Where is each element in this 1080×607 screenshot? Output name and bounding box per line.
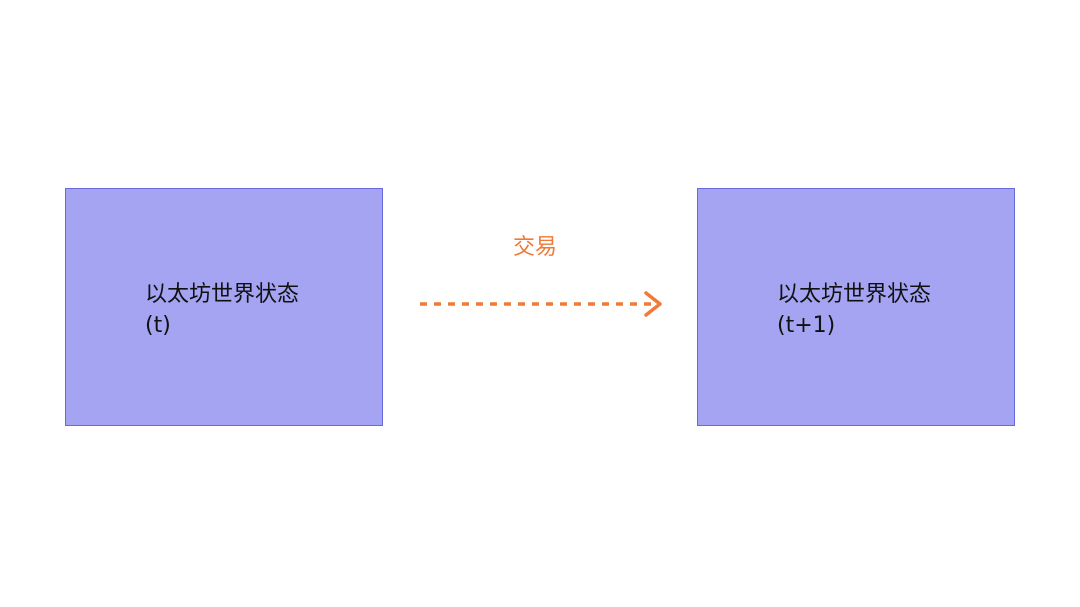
- world-state-t1-box: 以太坊世界状态 (t+1): [697, 188, 1015, 426]
- world-state-t1-label: 以太坊世界状态 (t+1): [777, 279, 931, 341]
- world-state-t-title: 以太坊世界状态: [145, 282, 300, 307]
- world-state-t1-title: 以太坊世界状态: [777, 282, 932, 307]
- world-state-t1-time: (t+1): [777, 313, 836, 338]
- world-state-t-time: (t): [145, 313, 171, 338]
- transition-arrow-head: [644, 291, 662, 317]
- world-state-t-label: 以太坊世界状态 (t): [145, 279, 299, 341]
- transaction-label: 交易: [513, 235, 558, 260]
- world-state-t-box: 以太坊世界状态 (t): [65, 188, 383, 426]
- transition-arrow: [420, 291, 662, 317]
